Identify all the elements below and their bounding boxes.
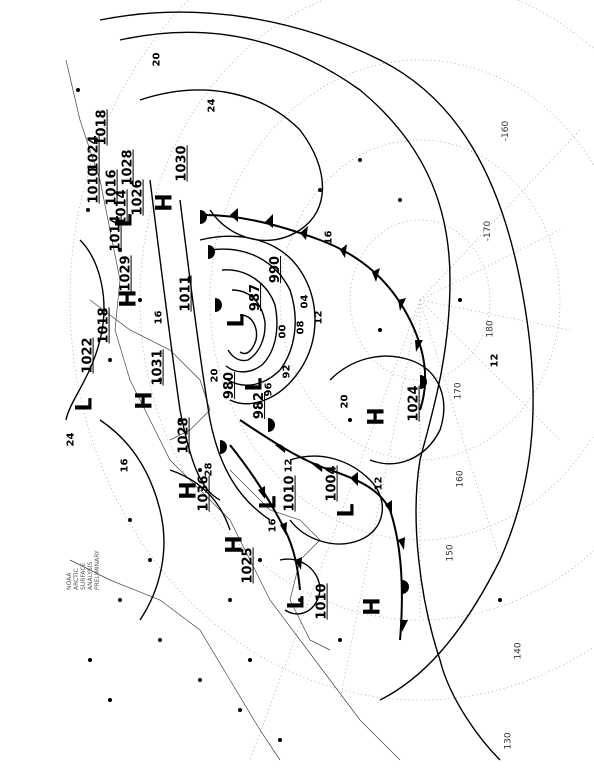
isobar-label: 00	[277, 324, 289, 339]
isobar-label: 92	[281, 364, 293, 379]
isobar-label: 04	[299, 294, 311, 309]
isobar-label: 12	[313, 310, 325, 325]
isobar-label: 12	[373, 476, 385, 491]
longitude-label: 130	[503, 732, 514, 750]
isobar-label: 24	[206, 98, 218, 113]
isobar-label: 28	[203, 462, 215, 477]
pressure-label: 1028	[176, 417, 192, 454]
pressure-value: 1024	[406, 385, 422, 422]
isobars	[65, 11, 534, 761]
pressure-value: 987	[248, 283, 264, 312]
isobar-label: 20	[209, 368, 221, 383]
longitude-label: 150	[445, 544, 456, 562]
map-caption: NOAA ARCTIC SURFACE ANALYSIS PRELIMINARY	[66, 550, 101, 590]
coastlines	[65, 59, 401, 761]
pressure-value: 1036	[196, 475, 212, 512]
pressure-value: 1030	[174, 145, 190, 182]
isobar-label: 16	[267, 518, 279, 533]
longitude-label: 160	[455, 470, 466, 488]
isobar-label: 24	[65, 432, 77, 447]
pressure-value: 980	[222, 371, 238, 400]
longitude-label: 140	[513, 642, 524, 660]
pressure-value: 1025	[240, 547, 256, 584]
isobar-label: 16	[119, 458, 131, 473]
isobar-label: 08	[295, 320, 307, 335]
pressure-label: 1018	[94, 109, 110, 146]
pressure-label: 1010	[86, 167, 102, 204]
longitude-label: -160	[501, 120, 512, 142]
longitude-label: 180	[485, 320, 496, 338]
front-symbols	[200, 208, 427, 632]
low-center: L	[256, 495, 282, 510]
isobar-label: 16	[323, 230, 335, 245]
high-center: H	[132, 391, 158, 410]
low-center: L	[224, 313, 250, 328]
isobar-label: 12	[283, 458, 295, 473]
longitude-label: 170	[453, 382, 464, 400]
pressure-value: 990	[268, 255, 284, 284]
high-center: H	[360, 597, 386, 616]
pressure-label: 1016	[104, 169, 120, 206]
low-center: L	[334, 503, 360, 518]
isobar-label: 96	[263, 382, 275, 397]
isobar-label: 20	[151, 52, 163, 67]
high-center: H	[152, 193, 178, 212]
station-plots	[76, 88, 502, 742]
pressure-value: 1018	[96, 307, 112, 344]
low-center: L	[72, 397, 98, 412]
pressure-value: 1010	[282, 475, 298, 512]
high-center: H	[364, 407, 390, 426]
isobar-label: 20	[339, 394, 351, 409]
high-center: H	[116, 289, 142, 308]
longitude-label: -170	[483, 220, 494, 242]
pressure-label: 1011	[178, 275, 194, 312]
fronts	[204, 214, 427, 641]
pressure-value: 1031	[150, 349, 166, 386]
pressure-label: 1026	[130, 179, 146, 216]
pressure-value: 1022	[80, 337, 96, 374]
pressure-value: 1004	[324, 465, 340, 502]
isobar-label: 16	[153, 310, 165, 325]
pressure-value: 1010	[314, 583, 330, 620]
low-center: L	[284, 595, 310, 610]
pressure-value: 1029	[118, 255, 134, 292]
isobar-label: 12	[489, 353, 501, 368]
